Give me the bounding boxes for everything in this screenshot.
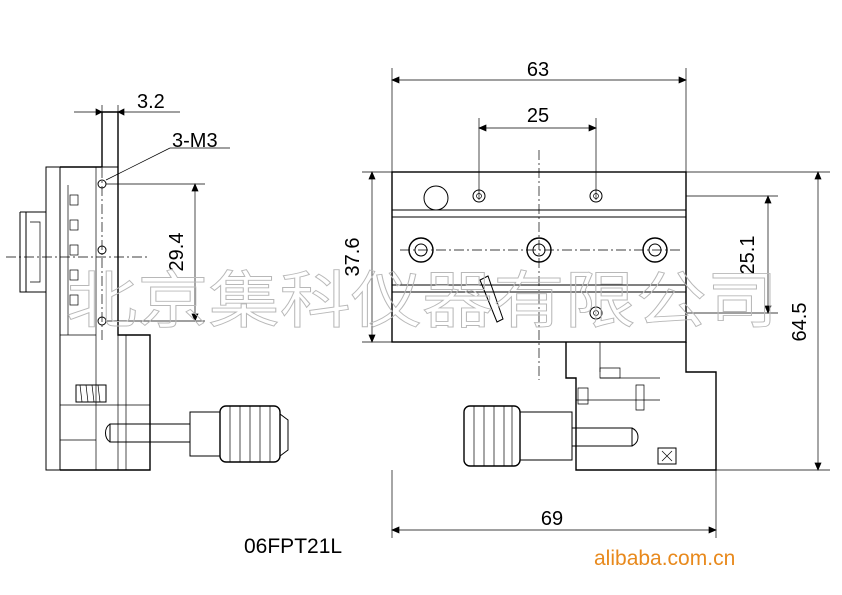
dim-height-inner: 25.1 xyxy=(737,236,759,275)
front-view xyxy=(362,68,830,538)
dim-side-hole-span: 29.4 xyxy=(166,233,188,272)
dim-top-width: 63 xyxy=(527,59,549,81)
screw-callout: 3-M3 xyxy=(172,130,218,152)
knob-icon xyxy=(189,405,289,463)
mounting-holes xyxy=(400,237,680,263)
spring-icon xyxy=(75,384,107,403)
dim-side-offset: 3.2 xyxy=(137,91,165,113)
watermark: 北京集科仪器有限公司 xyxy=(66,264,778,337)
dim-height-total: 64.5 xyxy=(789,303,811,342)
dim-height-left: 37.6 xyxy=(342,238,364,277)
dim-bottom-width: 69 xyxy=(541,508,563,530)
model-number: 06FPT21L xyxy=(244,535,342,558)
knob-front-icon xyxy=(463,405,573,467)
site-watermark: alibaba.com.cn xyxy=(594,547,735,570)
side-view xyxy=(6,105,289,471)
dim-hole-spacing: 25 xyxy=(527,105,549,127)
